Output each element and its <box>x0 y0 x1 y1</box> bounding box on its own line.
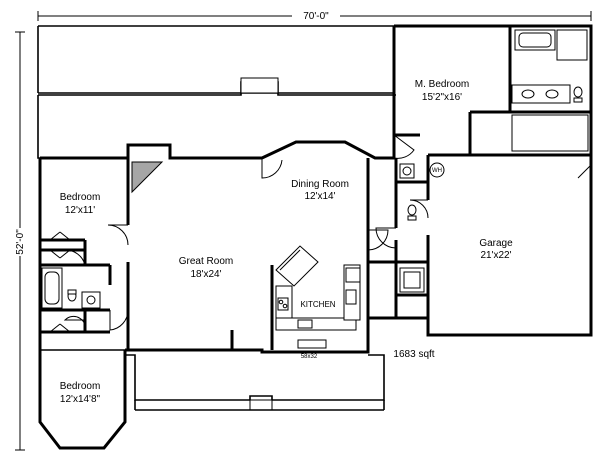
water-heater <box>429 162 445 178</box>
garage-name: Garage <box>479 238 513 249</box>
total-area-label: 1683 sqft <box>393 349 434 360</box>
master-bedroom-name: M. Bedroom <box>415 79 469 90</box>
great-room-name: Great Room <box>179 256 233 267</box>
great-room-size: 18'x24' <box>190 269 221 280</box>
overall-width-label: 70'-0" <box>303 11 329 22</box>
dining-room-size: 12'x14' <box>304 191 335 202</box>
bedroom-upper-name: Bedroom <box>60 192 101 203</box>
door-swings <box>49 134 592 333</box>
exterior-walls <box>37 24 593 450</box>
dimension-lines <box>15 11 592 451</box>
bedroom-upper-size: 12'x11' <box>65 205 95 216</box>
garage-size: 21'x22' <box>480 250 511 261</box>
overall-depth-label: 52'-0" <box>15 229 26 255</box>
water-heater-label: WH <box>432 168 442 174</box>
interior-walls <box>40 26 591 350</box>
bedroom-lower-size: 12'x14'8" <box>60 394 101 405</box>
dining-room-name: Dining Room <box>291 179 349 190</box>
bedroom-lower-name: Bedroom <box>60 381 101 392</box>
bath-fixtures <box>41 29 589 309</box>
fireplace <box>131 161 164 194</box>
kitchen-fixtures <box>275 245 361 349</box>
front-porch <box>125 354 385 411</box>
kitchen-label: KITCHEN <box>300 300 335 309</box>
master-bedroom-size: 15'2"x16' <box>422 92 462 103</box>
window-size-label: 58x32 <box>301 354 318 360</box>
